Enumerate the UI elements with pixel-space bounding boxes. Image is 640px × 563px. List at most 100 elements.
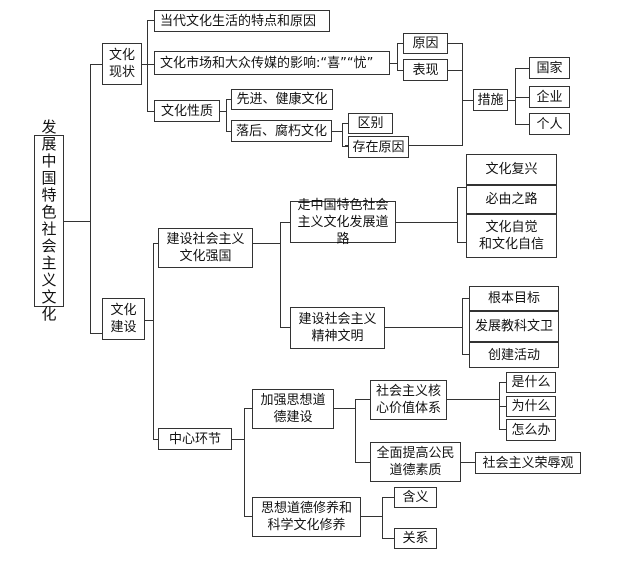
node-self-awareness: 文化自觉 和文化自信: [466, 214, 557, 258]
connector: [515, 68, 516, 125]
connector: [220, 111, 227, 112]
node-advanced-healthy: 先进、健康文化: [231, 89, 333, 110]
connector: [280, 222, 281, 328]
connector: [147, 64, 154, 65]
connector: [153, 243, 158, 244]
connector: [244, 516, 252, 517]
connector: [515, 97, 529, 98]
node-moral-quality: 全面提高公民道德素质: [370, 442, 461, 482]
connector: [244, 408, 252, 409]
connector: [462, 298, 469, 299]
connector: [462, 354, 469, 355]
connector: [226, 131, 231, 132]
connector: [499, 429, 506, 430]
connector: [461, 462, 475, 463]
connector: [396, 222, 458, 223]
node-difference: 区别: [348, 113, 393, 134]
connector: [390, 63, 398, 64]
connector: [448, 70, 463, 71]
connector: [226, 99, 227, 132]
connector: [342, 146, 348, 147]
connector: [147, 20, 154, 21]
connector: [448, 43, 463, 44]
connector: [382, 497, 383, 539]
node-fundamental-goal: 根本目标: [469, 286, 559, 311]
node-enterprise: 企业: [529, 86, 570, 108]
connector: [232, 439, 245, 440]
connector: [142, 64, 148, 65]
node-culture-status: 文化现状: [102, 43, 142, 85]
node-chinese-path: 走中国特色社会主义文化发展道路: [290, 198, 396, 247]
connector: [397, 43, 398, 70]
connector: [64, 221, 91, 222]
connector: [153, 439, 158, 440]
connector: [457, 187, 458, 243]
connector: [457, 242, 466, 243]
connector: [332, 131, 343, 132]
node-relation: 关系: [394, 528, 437, 549]
node-what-is: 是什么: [506, 372, 556, 393]
connector: [499, 406, 506, 407]
connector: [397, 43, 403, 44]
node-spiritual-civ: 建设社会主义精神文明: [290, 307, 385, 349]
connector: [147, 111, 154, 112]
connector: [382, 497, 394, 498]
node-market-media: 文化市场和大众传媒的影响:“喜”“忧”: [154, 51, 390, 75]
node-individual: 个人: [529, 113, 570, 135]
connector: [462, 100, 473, 101]
connector: [342, 123, 348, 124]
root-node: 发展中国特色社会主义文化: [34, 119, 64, 323]
node-culture-building: 文化建设: [102, 298, 145, 340]
node-necessary-path: 必由之路: [466, 185, 557, 214]
connector: [447, 399, 500, 400]
connector: [280, 222, 290, 223]
connector: [355, 462, 370, 463]
connector: [457, 187, 466, 188]
connector: [90, 64, 91, 334]
connector: [462, 298, 463, 355]
node-reason: 原因: [403, 33, 448, 54]
connector: [355, 399, 370, 400]
node-measures: 措施: [473, 89, 508, 111]
node-core-values: 社会主义核心价值体系: [370, 380, 447, 420]
connector: [153, 243, 154, 440]
connector: [361, 516, 383, 517]
connector: [226, 99, 231, 100]
connector: [499, 382, 506, 383]
node-status-features: 当代文化生活的特点和原因: [154, 10, 330, 32]
connector: [355, 399, 356, 463]
node-why: 为什么: [506, 396, 556, 417]
connector: [147, 20, 148, 112]
node-revival: 文化复兴: [466, 154, 557, 185]
node-manifestation: 表现: [403, 59, 448, 81]
node-existence-reason: 存在原因: [348, 136, 409, 158]
connector: [280, 327, 290, 328]
connector: [334, 408, 356, 409]
node-creation-activities: 创建活动: [469, 342, 559, 368]
node-central-link: 中心环节: [158, 428, 232, 450]
connector: [342, 123, 343, 147]
connector: [90, 64, 102, 65]
node-meaning: 含义: [394, 487, 437, 508]
node-backward-decadent: 落后、腐朽文化: [231, 120, 332, 142]
connector: [397, 70, 403, 71]
connector: [515, 124, 529, 125]
connector: [382, 538, 394, 539]
node-state: 国家: [529, 57, 570, 79]
connector: [145, 320, 154, 321]
node-culture-nature: 文化性质: [154, 100, 220, 122]
connector: [90, 333, 102, 334]
connector: [508, 100, 516, 101]
node-how-to: 怎么办: [506, 419, 556, 441]
node-honor-shame: 社会主义荣辱观: [475, 452, 581, 474]
node-develop-sectors: 发展教科文卫: [469, 311, 559, 342]
connector: [462, 43, 463, 146]
node-cultivation: 思想道德修养和科学文化修养: [252, 497, 361, 537]
connector: [253, 243, 281, 244]
connector: [244, 408, 245, 517]
connector: [385, 327, 463, 328]
connector: [515, 68, 529, 69]
node-strong-nation: 建设社会主义文化强国: [158, 228, 253, 268]
node-moral-building: 加强思想道德建设: [252, 389, 334, 429]
